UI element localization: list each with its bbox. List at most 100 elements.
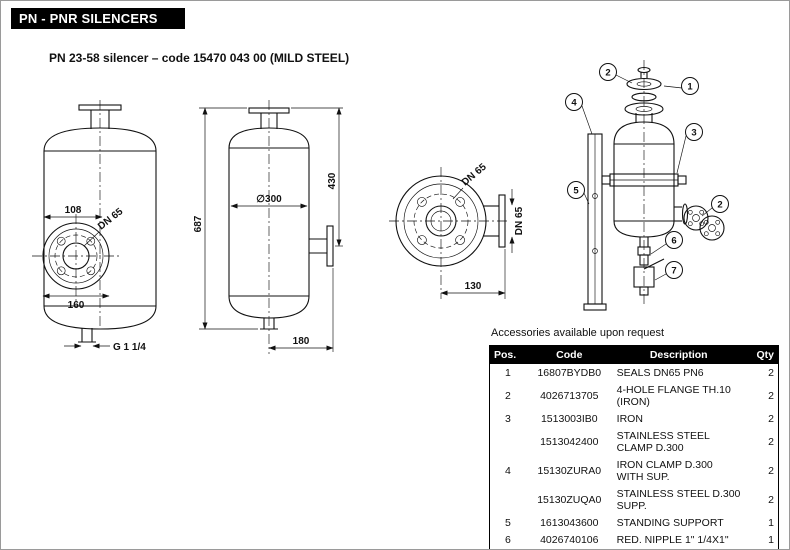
callout-balloon-2b: 2	[711, 195, 729, 213]
flange-face	[395, 175, 487, 267]
dim-dn65-label: DN 65	[460, 161, 489, 188]
svg-text:2: 2	[717, 200, 722, 211]
cell-qty: 1	[768, 516, 774, 529]
col-header-qty: Qty	[744, 345, 779, 364]
top-view-drawing: DN 65 DN 65 130	[389, 161, 525, 299]
table-row: 4 15130ZURA0 IRON CLAMP D.300 WITH SUP. …	[490, 456, 779, 485]
table-row: 2 4026713705 4-HOLE FLANGE TH.10 (IRON) …	[490, 381, 779, 410]
cell-pos: 4	[505, 464, 511, 477]
dimension-dn65-side: DN 65	[509, 189, 525, 253]
table-row: 1 16807BYDB0 SEALS DN65 PN6 2	[490, 364, 779, 381]
cell-description: STAINLESS STEEL D.300 SUPP.	[616, 487, 741, 512]
dimension-108: 108	[43, 205, 103, 220]
cell-pos: 2	[505, 389, 511, 402]
side-view-drawing: ∅300 687 430 180	[193, 100, 343, 354]
cell-code: 15130ZUQA0	[537, 493, 602, 506]
dimension-dn65-diagonal: DN 65	[452, 161, 489, 200]
cell-description: 4-HOLE FLANGE TH.10 (IRON)	[616, 383, 731, 408]
clamp-band	[601, 173, 687, 187]
cell-code: 1613043600	[540, 516, 599, 529]
callout-leaders	[581, 74, 713, 281]
cell-code: 4026713705	[540, 389, 599, 402]
callout-balloon-6: 6	[665, 231, 683, 249]
side-flange-stack	[674, 203, 725, 241]
page-title: PN - PNR SILENCERS	[11, 8, 185, 29]
front-view-drawing: 108 DN 65 160 G 1 1/4	[32, 100, 157, 353]
cell-description: STANDING SUPPORT	[616, 516, 724, 529]
vessel-outline	[43, 104, 157, 330]
accessories-caption: Accessories available upon request	[491, 327, 665, 339]
svg-text:5: 5	[573, 186, 579, 197]
col-header-pos: Pos.	[489, 345, 526, 364]
cell-pos	[490, 485, 526, 514]
dimension-160: 160	[42, 293, 110, 311]
svg-text:6: 6	[671, 236, 676, 247]
svg-text:4: 4	[571, 98, 577, 109]
cell-qty: 2	[768, 412, 774, 425]
accessories-table: Pos. Code Description Qty 1 16807BYDB0 S…	[489, 345, 779, 549]
product-subtitle: PN 23-58 silencer – code 15470 043 00 (M…	[49, 51, 350, 65]
cell-description: IRON CLAMP D.300 WITH SUP.	[616, 458, 713, 483]
cell-qty: 1	[768, 533, 774, 546]
callout-balloon-7: 7	[665, 261, 683, 279]
callout-balloon-5: 5	[567, 181, 585, 199]
svg-text:2: 2	[605, 68, 610, 79]
side-nozzle	[309, 225, 334, 267]
cell-description: STAINLESS STEEL CLAMP D.300	[616, 429, 710, 454]
vessel-outline	[228, 107, 310, 330]
cell-qty: 2	[768, 464, 774, 477]
cell-code: 15130ZURA0	[537, 464, 602, 477]
edge-nozzle	[483, 194, 506, 248]
cell-pos: 6	[505, 533, 511, 546]
cell-pos: 5	[505, 516, 511, 529]
cell-code: 16807BYDB0	[537, 366, 602, 379]
dim-687-label: 687	[193, 215, 204, 232]
dim-dn65-side-label: DN 65	[514, 206, 525, 235]
dim-160-label: 160	[68, 300, 85, 311]
dimension-300: ∅300	[230, 194, 308, 209]
cell-qty: 2	[768, 493, 774, 506]
svg-text:7: 7	[671, 266, 676, 277]
callout-balloon-1: 1	[681, 77, 699, 95]
dimension-430: 430	[291, 107, 343, 247]
cell-code: 4026740106	[540, 533, 599, 546]
dim-dn65-label: DN 65	[96, 206, 125, 232]
table-header-row: Pos. Code Description Qty	[489, 345, 779, 364]
dim-108-label: 108	[65, 205, 82, 216]
cell-pos: 3	[505, 412, 511, 425]
centerlines	[32, 100, 120, 326]
callout-balloon-3: 3	[685, 123, 703, 141]
dim-300-label: ∅300	[256, 194, 282, 205]
top-fittings	[624, 66, 664, 123]
cell-description: SEALS DN65 PN6	[616, 366, 704, 379]
cell-qty: 2	[768, 435, 774, 448]
cell-description: IRON	[616, 412, 643, 425]
centerlines	[389, 167, 509, 299]
dim-180-label: 180	[293, 336, 310, 347]
table-row: 6 4026740106 RED. NIPPLE 1" 1/4X1" 1	[490, 531, 779, 548]
cell-pos	[490, 427, 526, 456]
drain-train	[633, 237, 665, 296]
cell-description: RED. NIPPLE 1" 1/4X1"	[616, 533, 729, 546]
dim-130-label: 130	[465, 281, 482, 292]
cell-pos: 1	[505, 366, 511, 379]
dimension-180: 180	[268, 268, 334, 352]
thread-g114-label: G 1 1/4	[113, 342, 146, 353]
cell-code: 1513042400	[540, 435, 599, 448]
table-row: 1513042400 STAINLESS STEEL CLAMP D.300 2	[490, 427, 779, 456]
callout-balloon-4: 4	[565, 93, 583, 111]
callout-balloon-2: 2	[599, 63, 617, 81]
dimension-130: 130	[440, 249, 506, 299]
standing-support	[583, 133, 607, 311]
table-row: 5 1613043600 STANDING SUPPORT 1	[490, 514, 779, 531]
col-header-code: Code	[525, 345, 613, 364]
svg-text:1: 1	[687, 82, 693, 93]
cell-code: 1513003IB0	[540, 412, 598, 425]
assembly-drawing: 2 1 4 3 5 2 6 7	[565, 60, 729, 311]
inlet-flange-face	[42, 222, 110, 290]
table-row: 15130ZUQA0 STAINLESS STEEL D.300 SUPP. 2	[490, 485, 779, 514]
col-header-description: Description	[612, 345, 745, 364]
dim-430-label: 430	[327, 172, 338, 189]
dimension-687: 687	[193, 107, 258, 330]
